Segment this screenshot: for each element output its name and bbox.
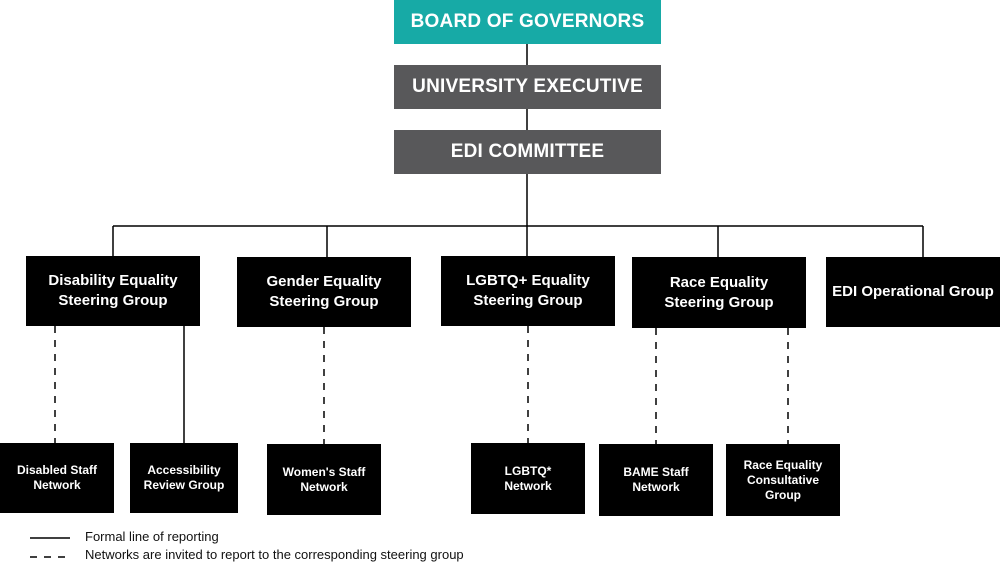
bame-staff-network-box: BAME Staff Network bbox=[599, 444, 713, 516]
lgbtq-steering-group-box: LGBTQ+ Equality Steering Group bbox=[441, 256, 615, 326]
disability-steering-group-label: Disability Equality Steering Group bbox=[48, 272, 178, 309]
disability-steering-group-box: Disability Equality Steering Group bbox=[26, 256, 200, 326]
disabled-staff-network-label: Disabled Staff Network bbox=[16, 463, 97, 492]
edi-operational-group-box: EDI Operational Group bbox=[826, 257, 1000, 327]
gender-steering-group-label: Gender Equality Steering Group bbox=[266, 273, 382, 310]
board-of-governors-label: BOARD OF GOVERNORS bbox=[410, 11, 645, 32]
gender-steering-group-box: Gender Equality Steering Group bbox=[237, 257, 411, 327]
disabled-staff-network-box: Disabled Staff Network bbox=[0, 443, 114, 513]
bame-staff-network-label: BAME Staff Network bbox=[623, 465, 689, 494]
university-executive-label: UNIVERSITY EXECUTIVE bbox=[412, 76, 643, 97]
legend-dashed-label: Networks are invited to report to the co… bbox=[85, 547, 464, 562]
womens-staff-network-label: Women's Staff Network bbox=[282, 464, 366, 494]
edi-operational-group-label: EDI Operational Group bbox=[832, 283, 994, 300]
lgbtq-network-box: LGBTQ* Network bbox=[471, 443, 585, 514]
edi-committee-label: EDI COMMITTEE bbox=[450, 141, 605, 162]
accessibility-review-group-label: Accessibility Review Group bbox=[143, 463, 225, 492]
womens-staff-network-box: Women's Staff Network bbox=[267, 444, 381, 515]
race-steering-group-label: Race Equality Steering Group bbox=[664, 273, 774, 311]
race-equality-consultative-group-label: Race Equality Consultative Group bbox=[743, 457, 823, 502]
lgbtq-steering-group-label: LGBTQ+ Equality Steering Group bbox=[466, 272, 590, 309]
accessibility-review-group-box: Accessibility Review Group bbox=[130, 443, 238, 513]
race-equality-consultative-group-box: Race Equality Consultative Group bbox=[726, 444, 840, 516]
lgbtq-network-label: LGBTQ* Network bbox=[504, 463, 552, 493]
edi-committee-box: EDI COMMITTEE bbox=[394, 130, 661, 174]
board-of-governors-box: BOARD OF GOVERNORS bbox=[394, 0, 661, 44]
race-steering-group-box: Race Equality Steering Group bbox=[632, 257, 806, 328]
university-executive-box: UNIVERSITY EXECUTIVE bbox=[394, 65, 661, 109]
legend-solid-label: Formal line of reporting bbox=[85, 529, 219, 544]
